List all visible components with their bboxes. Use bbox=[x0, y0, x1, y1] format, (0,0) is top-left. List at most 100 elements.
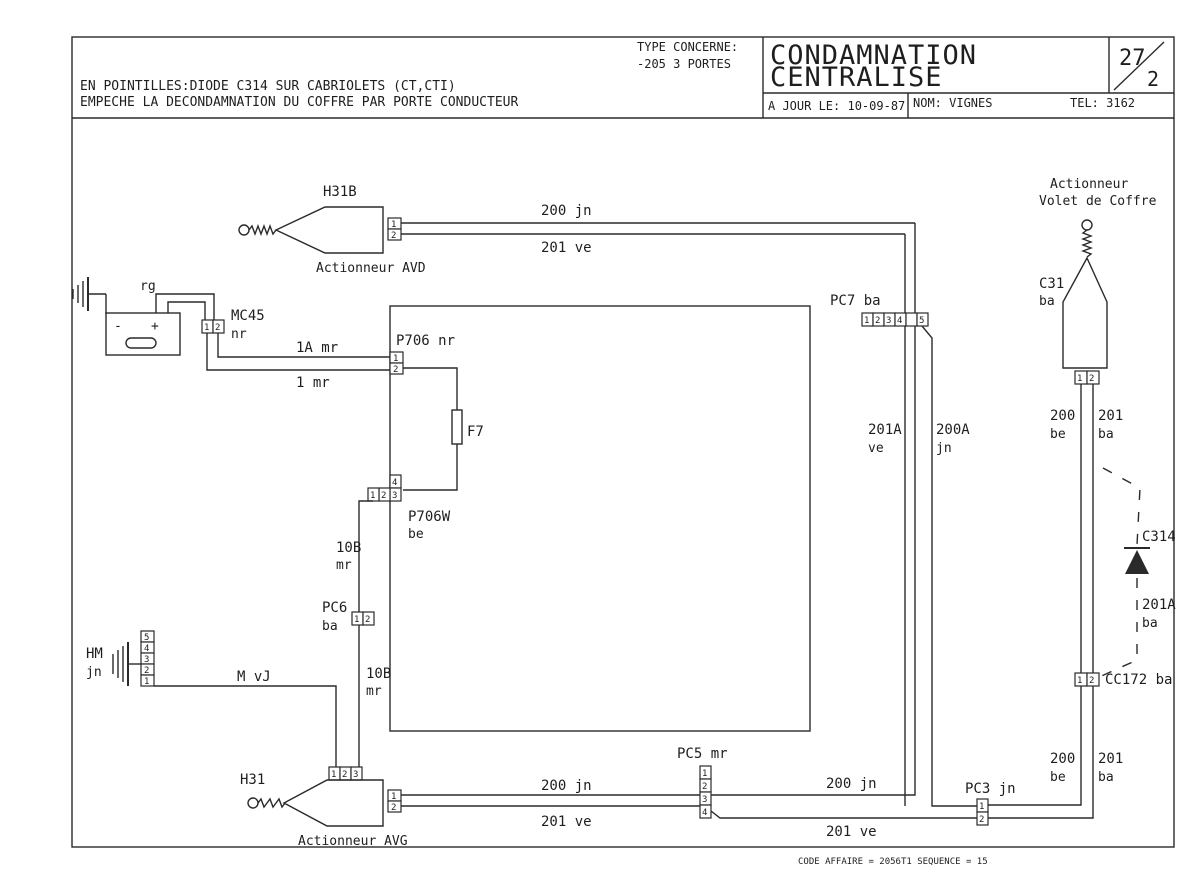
pin-2: 2 bbox=[381, 491, 386, 501]
wire-201-low-color: ba bbox=[1098, 770, 1114, 785]
diode-branch-lower bbox=[1096, 578, 1138, 679]
pin-5: 5 bbox=[919, 316, 924, 326]
wire-fuse-out bbox=[403, 444, 458, 491]
diode-branch-upper bbox=[1102, 467, 1141, 546]
rg-label: rg bbox=[140, 279, 156, 294]
trunk-title-1: Actionneur bbox=[1050, 177, 1128, 192]
wire-200-bot-left-label: 200 jn bbox=[541, 778, 592, 794]
wire-200a-color: jn bbox=[936, 441, 952, 456]
hm-label: HM bbox=[86, 646, 103, 662]
tel-label: TEL: 3162 bbox=[1070, 96, 1135, 110]
p706w-connector: 4 3 2 1 bbox=[367, 474, 402, 502]
pin-1: 1 bbox=[370, 491, 375, 501]
date-label: A JOUR LE: 10-09-87 bbox=[768, 99, 905, 113]
c31-connector: 1 2 bbox=[1074, 370, 1100, 385]
pin-1: 1 bbox=[1077, 676, 1082, 686]
h31b-label: H31B bbox=[323, 184, 357, 200]
pin-1: 1 bbox=[1077, 374, 1082, 384]
p706w-label: P706W bbox=[408, 509, 451, 525]
pin-2: 2 bbox=[144, 666, 149, 676]
pin-3: 3 bbox=[144, 655, 149, 665]
wire-200a bbox=[921, 325, 977, 807]
wire-10b bbox=[358, 500, 373, 767]
c31-label: C31 bbox=[1039, 276, 1064, 292]
page-number: 27 bbox=[1119, 46, 1146, 71]
cc172-connector: 1 2 bbox=[1074, 672, 1100, 687]
wire-rg bbox=[155, 293, 215, 320]
diode-c314 bbox=[1124, 547, 1150, 574]
pin-3: 3 bbox=[353, 770, 358, 780]
trunk-title-2: Volet de Coffre bbox=[1039, 194, 1157, 209]
pc7-label: PC7 ba bbox=[830, 293, 881, 309]
wire-200-bot-right-label: 200 jn bbox=[826, 776, 877, 792]
header-note-line2: EMPECHE LA DECONDAMNATION DU COFFRE PAR … bbox=[80, 95, 518, 110]
wire-plus bbox=[167, 301, 206, 320]
wire-201a-num: 201A bbox=[868, 422, 902, 438]
wire-201a-diode-color: ba bbox=[1142, 616, 1158, 631]
wire-201-c31-color: ba bbox=[1098, 427, 1114, 442]
pin-4: 4 bbox=[392, 478, 397, 488]
pin-2: 2 bbox=[979, 815, 984, 825]
pin-1: 1 bbox=[391, 220, 396, 230]
mc45-color: nr bbox=[231, 327, 247, 342]
pc5-label: PC5 mr bbox=[677, 746, 728, 762]
pin-1: 1 bbox=[393, 354, 398, 364]
wire-201-bot-left-label: 201 ve bbox=[541, 814, 592, 830]
pin-1: 1 bbox=[354, 615, 359, 625]
type-label: TYPE CONCERNE: bbox=[637, 40, 738, 54]
wire-201-bot-right-label: 201 ve bbox=[826, 824, 877, 840]
pin-2: 2 bbox=[1089, 374, 1094, 384]
battery-minus: - bbox=[114, 319, 122, 334]
wire-200-low-num: 200 bbox=[1050, 751, 1075, 767]
pin-3: 3 bbox=[702, 795, 707, 805]
pc3-connector: 1 2 bbox=[976, 798, 989, 826]
pin-3: 3 bbox=[392, 491, 397, 501]
page-number-slash bbox=[1113, 41, 1165, 91]
wire-200-bot-right bbox=[711, 325, 916, 796]
pin-3: 3 bbox=[886, 316, 891, 326]
central-rectangle bbox=[389, 305, 811, 732]
wire-10b-b-color: mr bbox=[366, 684, 382, 699]
wire-201-pc3 bbox=[988, 686, 1094, 819]
wire-1a bbox=[217, 333, 390, 358]
cc172-label: CC172 ba bbox=[1105, 672, 1172, 688]
c314-label: C314 bbox=[1142, 529, 1176, 545]
pin-4: 4 bbox=[897, 316, 902, 326]
pc6-connector: 1 2 bbox=[351, 611, 375, 626]
title-line1: CONDAMNATION bbox=[770, 40, 977, 71]
wire-200a-num: 200A bbox=[936, 422, 970, 438]
pin-2: 2 bbox=[875, 316, 880, 326]
pin-1: 1 bbox=[204, 323, 209, 333]
wire-201-bot-right bbox=[710, 810, 977, 819]
wire-201-top-label: 201 ve bbox=[541, 240, 592, 256]
p706-label: P706 nr bbox=[396, 333, 455, 349]
wire-201a-diode-num: 201A bbox=[1142, 597, 1176, 613]
trunk-actuator bbox=[1062, 219, 1108, 369]
pc7-connector: 1 2 3 4 5 bbox=[861, 312, 929, 327]
pin-2: 2 bbox=[342, 770, 347, 780]
wire-10b-a-color: mr bbox=[336, 558, 352, 573]
f7-label: F7 bbox=[467, 424, 484, 440]
wire-201a-color: ve bbox=[868, 441, 884, 456]
wire-201-c31-num: 201 bbox=[1098, 408, 1123, 424]
pin-1: 1 bbox=[144, 677, 149, 687]
wire-200-c31-num: 200 bbox=[1050, 408, 1075, 424]
name-label: NOM: VIGNES bbox=[913, 96, 992, 110]
h31b-actuator bbox=[238, 206, 384, 254]
wire-200-pc3 bbox=[988, 686, 1082, 806]
wire-201-low-num: 201 bbox=[1098, 751, 1123, 767]
h31b-connector: 1 2 bbox=[387, 217, 402, 241]
wire-10b-b-label: 10B bbox=[366, 666, 391, 682]
pin-1: 1 bbox=[391, 792, 396, 802]
wire-1a-label: 1A mr bbox=[296, 340, 338, 356]
pin-4: 4 bbox=[144, 644, 149, 654]
pin-4: 4 bbox=[702, 808, 707, 818]
c31-color: ba bbox=[1039, 294, 1055, 309]
footer-code: CODE AFFAIRE = 2056T1 SEQUENCE = 15 bbox=[798, 857, 988, 867]
p706-connector: 1 2 bbox=[389, 351, 404, 375]
pc3-label: PC3 jn bbox=[965, 781, 1016, 797]
h31-actuator bbox=[247, 779, 384, 827]
h31-connector-top: 1 2 3 bbox=[328, 766, 363, 781]
page-total: 2 bbox=[1147, 67, 1159, 91]
